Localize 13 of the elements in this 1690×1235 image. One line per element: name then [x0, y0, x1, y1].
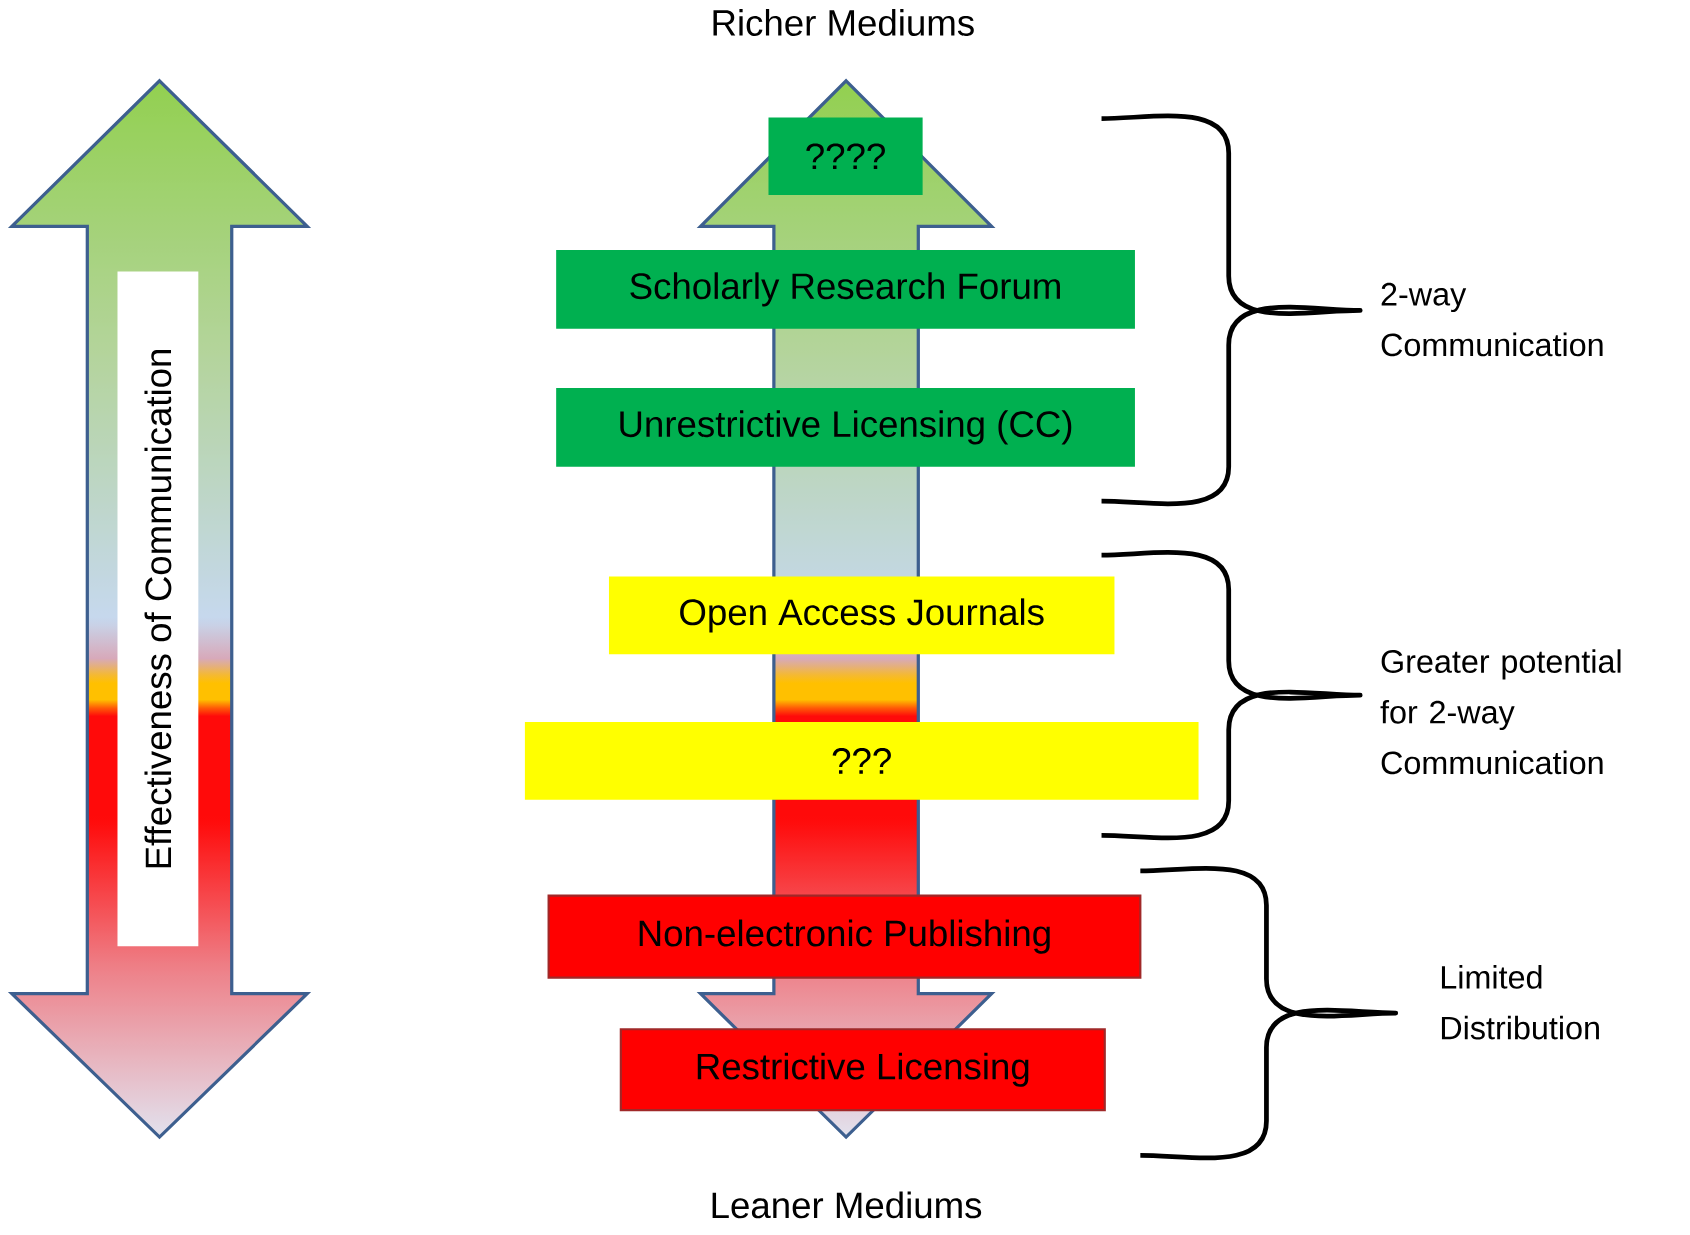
brace-label: Limited Distribution [1441, 965, 1599, 1040]
category-box: Open Access Journals [608, 576, 1115, 655]
category-box: Restrictive Licensing [619, 1028, 1106, 1112]
category-box: ???? [768, 117, 923, 195]
brace-label: 2-way Communication [1381, 282, 1603, 357]
category-box: Non-electronic Publishing [547, 894, 1142, 979]
brace-label: Greater potential for 2-way Communication [1380, 649, 1621, 775]
category-box: Unrestrictive Licensing (CC) [556, 387, 1135, 467]
axis-label: Leaner Mediums [712, 1191, 982, 1219]
axis-label: Richer Mediums [713, 9, 974, 36]
category-box: Scholarly Research Forum [556, 249, 1135, 329]
label-box: Effectiveness of Communication [117, 271, 199, 947]
category-box: ??? [524, 722, 1199, 800]
